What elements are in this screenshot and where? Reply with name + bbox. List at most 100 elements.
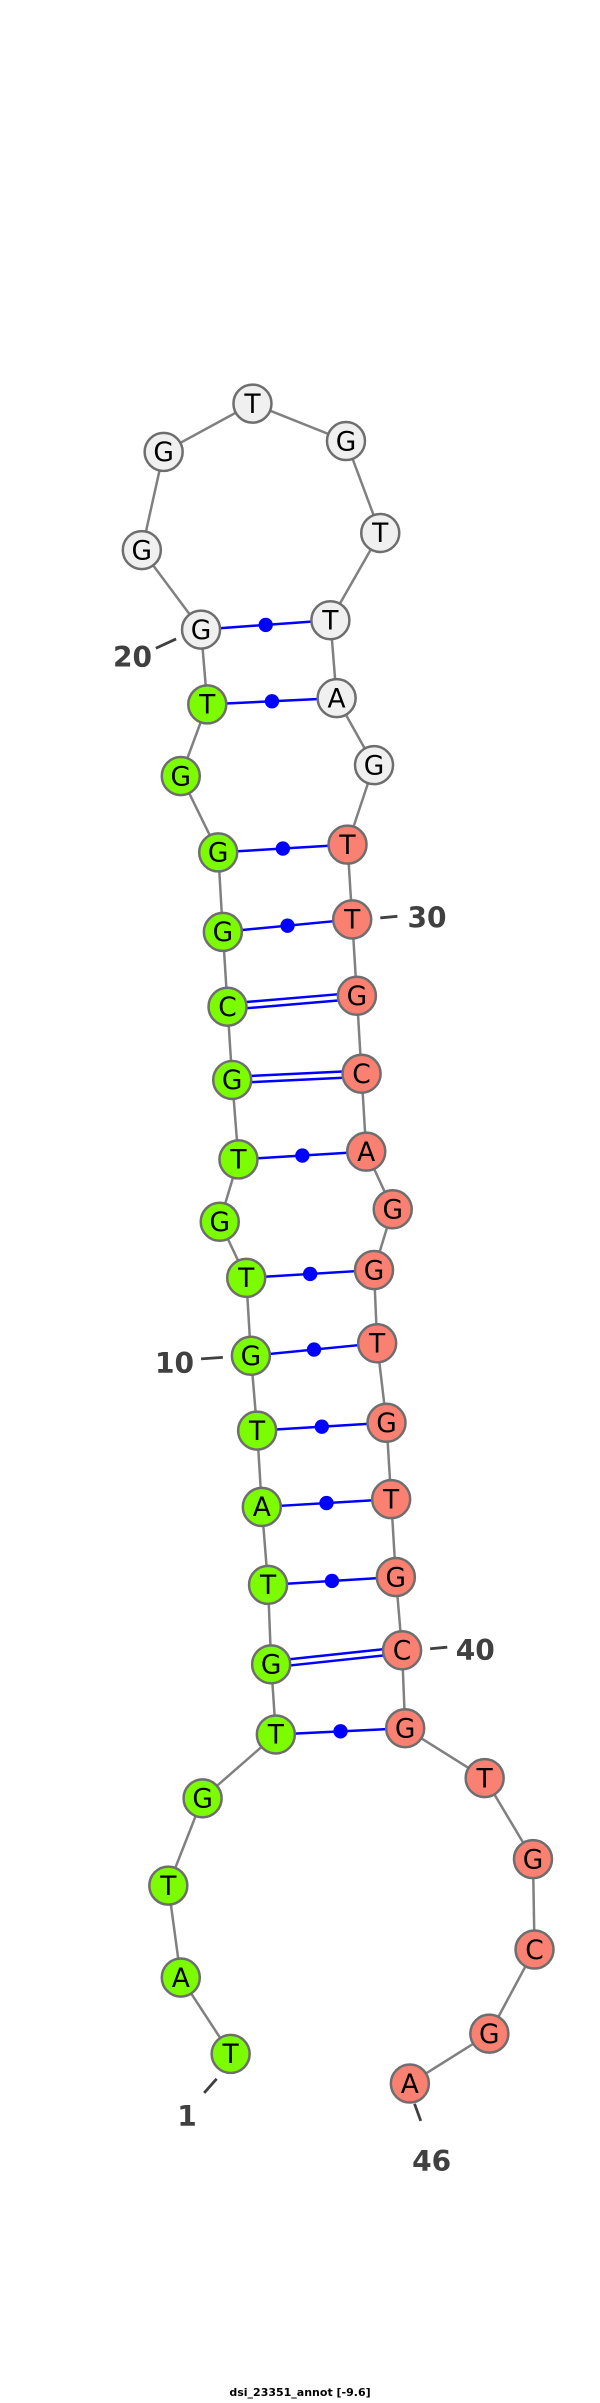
nucleotide-circle — [148, 1865, 189, 1906]
nucleotide-circle — [210, 2033, 251, 2075]
nucleotide-7: T — [247, 1564, 289, 1606]
nucleotide-letter: G — [364, 750, 385, 781]
nucleotide-circle — [225, 1257, 267, 1299]
nucleotide-10: G — [230, 1335, 272, 1377]
position-label-30: 30 — [407, 901, 446, 934]
base-pair-9-37 — [257, 1419, 387, 1434]
nucleotide-letter: G — [213, 917, 234, 948]
nucleotide-circle — [512, 1838, 554, 1880]
nucleotide-circle — [218, 1139, 259, 1180]
nucleotide-letter: C — [525, 1935, 544, 1966]
nucleotide-letter: G — [132, 535, 153, 566]
nucleotide-27: A — [316, 677, 357, 719]
nucleotide-letter: G — [386, 1562, 407, 1593]
nucleotide-letter: T — [267, 1720, 285, 1751]
nucleotide-circle — [366, 1402, 407, 1444]
nucleotide-circle — [182, 1778, 223, 1819]
nucleotide-21: G — [121, 529, 163, 571]
nucleotide-28: G — [353, 744, 395, 786]
wobble-dot-icon — [333, 1724, 348, 1739]
wobble-dot-icon — [258, 617, 273, 633]
nucleotide-circle — [121, 529, 163, 571]
wobble-dot-icon — [302, 1266, 318, 1282]
nucleotide-22: G — [143, 431, 184, 473]
nucleotide-circle — [353, 1249, 395, 1291]
nucleotide-34: G — [372, 1189, 413, 1230]
nucleotide-29: T — [327, 824, 368, 865]
nucleotide-6: G — [250, 1644, 292, 1685]
base-pair-11-35 — [246, 1266, 375, 1282]
wobble-dot-icon — [324, 1573, 340, 1589]
nucleotide-16: G — [202, 911, 244, 953]
position-tick — [429, 1645, 448, 1651]
nucleotide-circle — [211, 1059, 253, 1101]
nucleotide-letter: G — [523, 1844, 544, 1875]
nucleotide-circle — [464, 1757, 505, 1799]
wobble-dot-icon — [314, 1419, 329, 1434]
nucleotide-letter: T — [198, 690, 216, 721]
structure-title: dsi_23351_annot [-9.6] — [229, 2386, 371, 2399]
nucleotide-circle — [197, 832, 239, 873]
position-tick — [203, 2077, 218, 2094]
nucleotide-circle — [310, 599, 351, 641]
position-label-20: 20 — [113, 641, 152, 674]
nucleotide-35: G — [353, 1249, 395, 1291]
nucleotide-circle — [353, 744, 395, 786]
nucleotide-36: T — [356, 1323, 398, 1364]
nucleotide-letter: T — [338, 830, 356, 861]
nucleotide-letter: T — [229, 1145, 247, 1176]
base-pair-10-36 — [250, 1342, 378, 1358]
nucleotide-circle — [160, 755, 202, 797]
position-tick — [380, 914, 398, 920]
nucleotide-circle — [469, 2013, 510, 2054]
nucleotide-letter: G — [241, 1341, 262, 1372]
nucleotide-circle — [160, 1957, 202, 1998]
nucleotide-letter: T — [222, 2039, 240, 2070]
nucleotide-circle — [236, 1410, 278, 1451]
nucleotide-20: G — [180, 609, 222, 650]
nucleotide-letter: G — [191, 615, 212, 646]
wobble-dot-icon — [319, 1495, 334, 1511]
nucleotide-circle — [207, 986, 248, 1027]
nucleotide-letter: T — [343, 905, 361, 936]
nucleotide-circle — [247, 1564, 289, 1606]
nucleotide-letter: T — [259, 1570, 277, 1601]
nucleotide-letter: T — [321, 606, 339, 637]
wobble-dot-icon — [275, 841, 291, 856]
nucleotide-17: G — [197, 832, 239, 873]
base-pair-16-30 — [222, 918, 353, 934]
base-pair-8-38 — [261, 1495, 392, 1511]
nucleotide-circle — [359, 512, 401, 554]
nucleotide-circle — [187, 684, 228, 725]
pair-bond-line — [232, 1075, 362, 1085]
nucleotide-letter: A — [172, 1963, 190, 1994]
nucleotide-32: C — [341, 1053, 382, 1094]
nucleotide-circle — [316, 677, 357, 719]
nucleotide-circle — [230, 1335, 272, 1377]
base-pair-13-33 — [238, 1148, 367, 1163]
nucleotide-45: G — [469, 2013, 510, 2054]
nucleotide-circle — [375, 1556, 417, 1598]
wobble-dot-icon — [264, 694, 280, 709]
base-pair-6-40 — [270, 1645, 403, 1669]
nucleotide-letter: T — [368, 1329, 386, 1360]
nucleotide-circle — [389, 2063, 431, 2104]
nucleotide-46: A — [389, 2063, 431, 2104]
nucleotide-circle — [232, 383, 273, 424]
pair-bond-line — [232, 1069, 362, 1079]
nucleotide-letter: G — [364, 1255, 385, 1286]
wobble-dot-icon — [280, 918, 295, 933]
nucleotide-15: C — [207, 986, 248, 1027]
pair-bond-line — [271, 1652, 403, 1669]
nucleotide-letter: T — [476, 1763, 494, 1794]
nucleotide-letter: C — [218, 992, 237, 1023]
nucleotide-letter: C — [352, 1059, 371, 1090]
nucleotide-letter: C — [393, 1636, 412, 1667]
nucleotide-letter: A — [357, 1137, 375, 1168]
nucleotide-circle — [514, 1929, 555, 1970]
base-pair-15-31 — [227, 991, 358, 1012]
nucleotide-5: T — [255, 1714, 297, 1755]
nucleotide-letter: G — [382, 1195, 403, 1226]
